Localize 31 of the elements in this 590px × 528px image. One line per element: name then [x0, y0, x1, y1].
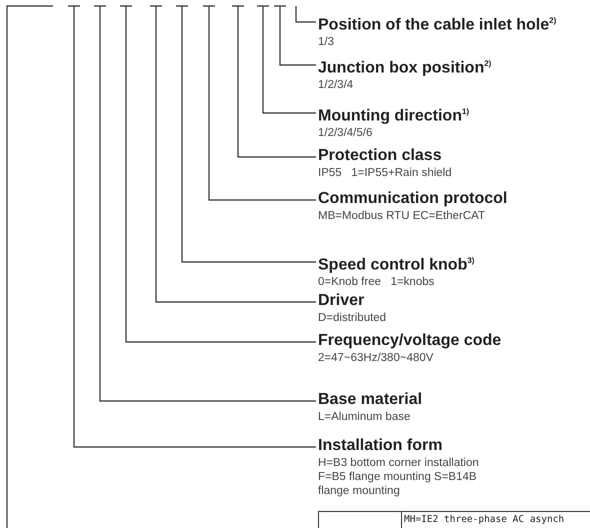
leader-line	[231, 5, 317, 158]
field-heading: Installation form	[318, 436, 444, 456]
field-heading: Junction box position$^{2)}$	[318, 58, 492, 78]
field-heading: Position of the cable inlet hole$^{2)}$	[318, 15, 556, 36]
leader-line	[119, 5, 317, 343]
leader-line	[295, 6, 316, 23]
leader-line	[93, 5, 317, 402]
field-values: 1/2/3/4	[318, 78, 354, 92]
table-text: MH=IE2 three-phase AC asynch	[404, 514, 564, 525]
leader-line	[175, 5, 317, 263]
field-values: 1/3	[318, 35, 335, 50]
field-values: 2=47~63Hz/380~480V	[318, 351, 434, 365]
field-heading: Protection class	[318, 146, 443, 166]
field-heading: Driver	[318, 291, 366, 311]
leader-line	[256, 5, 317, 114]
leader-line	[149, 5, 317, 303]
field-values: H=B3 bottom corner installation F=B5 flange mounting S=B14B flange mounting	[318, 456, 480, 498]
field-heading: Communication protocol	[318, 189, 508, 209]
field-values: 0=Knob free 1=knobs	[318, 275, 436, 290]
leader-line	[202, 5, 317, 201]
field-values: 1/2/3/4/5/6	[318, 126, 374, 140]
leader-line	[67, 5, 317, 448]
field-heading: Speed control knob$^{3)}$	[318, 255, 476, 276]
field-values: D=distributed	[318, 311, 388, 325]
field-heading: Mounting direction$^{1)}$	[318, 106, 470, 126]
field-heading: Frequency/voltage code	[318, 331, 502, 351]
leader-line	[273, 5, 317, 66]
field-values: MB=Modbus RTU EC=EtherCAT	[318, 209, 486, 223]
field-values: IP55 1=IP55+Rain shield	[318, 166, 453, 180]
field-values: L=Aluminum base	[318, 410, 412, 424]
field-heading: Base material	[318, 390, 424, 410]
